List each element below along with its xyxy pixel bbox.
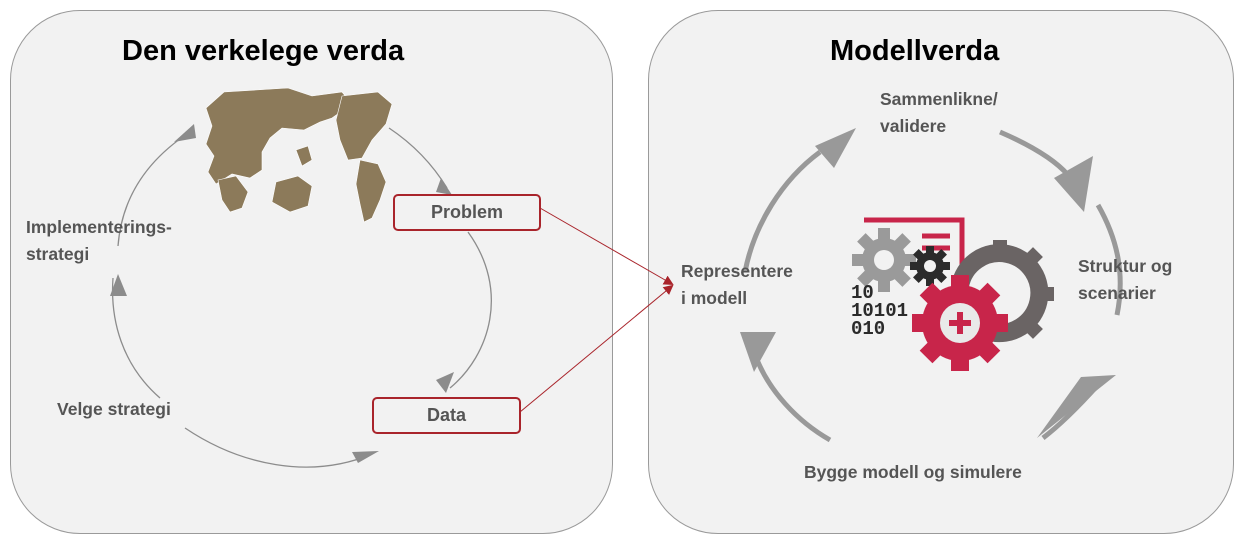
connector-data-to-model — [519, 284, 674, 413]
implementation-strategy-line2: strategi — [26, 244, 90, 264]
arrowhead-map — [174, 124, 196, 142]
structure-line2: scenarier — [1078, 283, 1156, 303]
arrowhead-represent — [740, 332, 776, 372]
arrowhead-build — [1037, 375, 1116, 438]
data-label: Data — [426, 405, 466, 425]
real-world-arrowheads — [110, 124, 454, 463]
connectors — [519, 207, 674, 413]
structure-line1: Struktur og — [1078, 256, 1173, 276]
world-map-icon — [205, 87, 393, 223]
binary-line-2: 10101 — [851, 300, 908, 322]
plus-icon — [949, 312, 971, 334]
arrowhead-implementation — [110, 274, 127, 296]
connector-problem-to-model — [539, 207, 674, 285]
represent-line2: i modell — [681, 288, 748, 308]
binary-digits: 10 10101 010 — [851, 282, 908, 340]
model-arrowheads — [740, 128, 1116, 438]
represent-line1: Representere — [681, 261, 793, 281]
arc-problem-to-data — [449, 231, 492, 389]
problem-label: Problem — [430, 202, 504, 222]
arc-map-to-problem — [388, 127, 448, 189]
arc-to-structure — [999, 129, 1070, 177]
arrowhead-problem — [436, 178, 452, 195]
choose-strategy-label: Velge strategi — [57, 399, 171, 419]
gears-icon — [852, 228, 1054, 371]
arc-structure-to-build — [1095, 203, 1123, 316]
problem-box: Problem — [393, 194, 541, 231]
arrowhead-strategy — [352, 451, 379, 463]
implementation-strategy-line1: Implementerings- — [26, 217, 172, 237]
arc-build-to-represent — [755, 361, 832, 443]
compare-line1: Sammenlikne/ — [880, 89, 998, 109]
real-world-title: Den verkelege verda — [122, 35, 405, 67]
model-world-title: Modellverda — [830, 35, 1000, 67]
binary-line-3: 010 — [851, 318, 885, 340]
arrowhead-data — [436, 372, 454, 393]
data-box: Data — [372, 397, 521, 434]
model-cycle — [742, 129, 1123, 443]
compare-line2: validere — [880, 116, 947, 136]
arrowhead-structure — [1054, 156, 1093, 212]
arc-data-to-strategy — [184, 427, 373, 468]
build-model-label: Bygge modell og simulere — [804, 462, 1022, 482]
binary-line-1: 10 — [851, 282, 874, 304]
arc-to-compare — [742, 149, 822, 273]
arrowhead-compare — [815, 128, 856, 168]
